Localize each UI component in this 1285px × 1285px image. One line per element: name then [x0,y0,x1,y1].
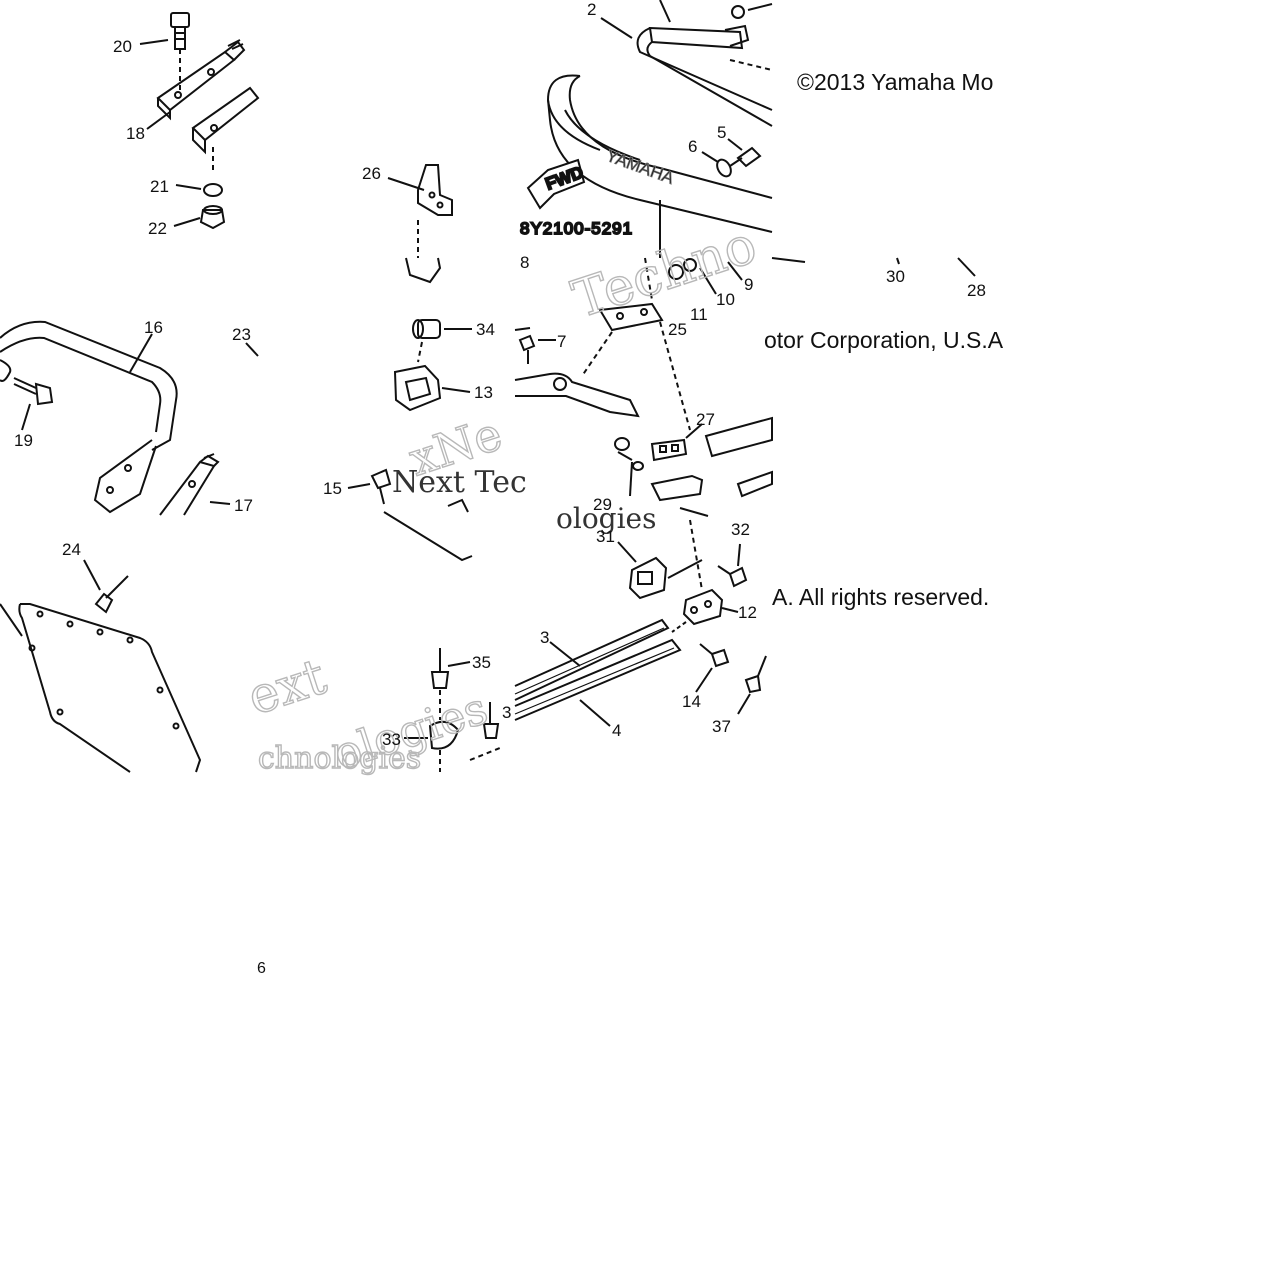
callout-5: 5 [717,123,726,142]
forward-arrow-icon [526,158,586,210]
bolt-5-icon [729,146,762,168]
callout-2: 2 [587,0,596,19]
bolt-20-icon [170,12,190,92]
callout-32: 32 [731,520,750,539]
callout-31: 31 [596,527,615,546]
callout-labels: 20 18 21 22 26 2 5 6 8 9 10 11 25 30 28 … [14,0,986,749]
tile-right-row2 [771,257,976,277]
callout-30: 30 [886,267,905,286]
runner-strips-icon [514,618,682,721]
tube-17-icon [159,453,220,516]
clamp-13-icon [393,364,442,412]
copyright-fragment-1: ©2013 Yamaha Mo [797,69,994,95]
bolt-14-icon [699,643,730,668]
plate-24-icon [0,603,202,773]
copyright-fragment-2: otor Corporation, U.S.A [764,327,1004,353]
bolt-7-icon [518,334,536,364]
callout-26: 26 [362,164,381,183]
callout-3: 3 [540,628,549,647]
spacer-34-icon [412,319,441,339]
part-number-code: 8Y2100-5291 [520,219,633,238]
rivet-37-icon [744,655,767,694]
callout-36-partial: 3 [502,703,511,722]
callout-11: 11 [690,305,708,324]
tile-center-row2 [514,257,773,517]
tile-middle-row3 [404,648,501,772]
callout-4: 4 [612,721,621,740]
callout-28: 28 [967,281,986,300]
callout-22: 22 [148,219,167,238]
callout-24: 24 [62,540,81,559]
callout-13: 13 [474,383,493,402]
bracket-27-icon [650,438,688,462]
watermark-text-6: chnologies [258,741,421,776]
callout-33: 33 [382,730,401,749]
watermark-text-3: Next Tec [392,465,527,500]
callout-10: 10 [716,290,735,309]
callout-35: 35 [472,653,491,672]
callout-12: 12 [738,603,757,622]
rivet-36-icon [482,702,500,739]
tile-center-row3 [514,519,767,727]
callout-16: 16 [144,318,163,337]
callout-9: 9 [744,275,753,294]
bolt-19-icon [13,377,54,406]
callout-34: 34 [476,320,495,339]
watermark-text-4: ologies [556,502,657,535]
callout-14: 14 [682,692,701,711]
callout-19: 19 [14,431,33,450]
callout-23: 23 [232,325,251,344]
callout-17: 17 [234,496,253,515]
bumper-brand-text: YAMAHA [604,146,677,188]
nut-22-icon [199,205,226,230]
callout-25: 25 [668,320,687,339]
bracket-25-icon [598,302,664,332]
washer-6-icon [716,158,732,178]
bracket-18-icon [156,39,260,155]
callout-18: 18 [126,124,145,143]
callout-20: 20 [113,37,132,56]
tile-top-left [139,12,260,230]
bumper-icon [546,74,773,233]
washer-21-icon [203,183,223,197]
handle-16-icon [0,320,178,514]
tile-top-middle [387,164,453,258]
callout-15: 15 [323,479,342,498]
bolt-32-icon [717,565,748,588]
tile-middle-row2 [347,257,473,562]
callout-7: 7 [557,332,566,351]
tile-left-row2 [0,320,259,516]
tile-left-row3 [0,559,202,773]
rivet-24-icon [94,575,129,614]
rivet-35-icon [430,648,450,689]
callout-6: 6 [688,137,697,156]
callout-37: 37 [712,717,731,736]
callout-8: 8 [520,253,529,272]
page-number: 6 [257,960,266,977]
bracket-12-icon [682,588,724,626]
watermark-text-5: ext [241,647,333,726]
block-31-icon [628,556,668,600]
callout-21: 21 [150,177,169,196]
bolt-15-icon [370,468,392,505]
callout-29: 29 [593,495,612,514]
grommet-33-icon [428,720,460,750]
callout-27: 27 [696,410,715,429]
bracket-26-icon [417,164,453,216]
copyright-fragment-3: A. All rights reserved. [772,584,990,610]
